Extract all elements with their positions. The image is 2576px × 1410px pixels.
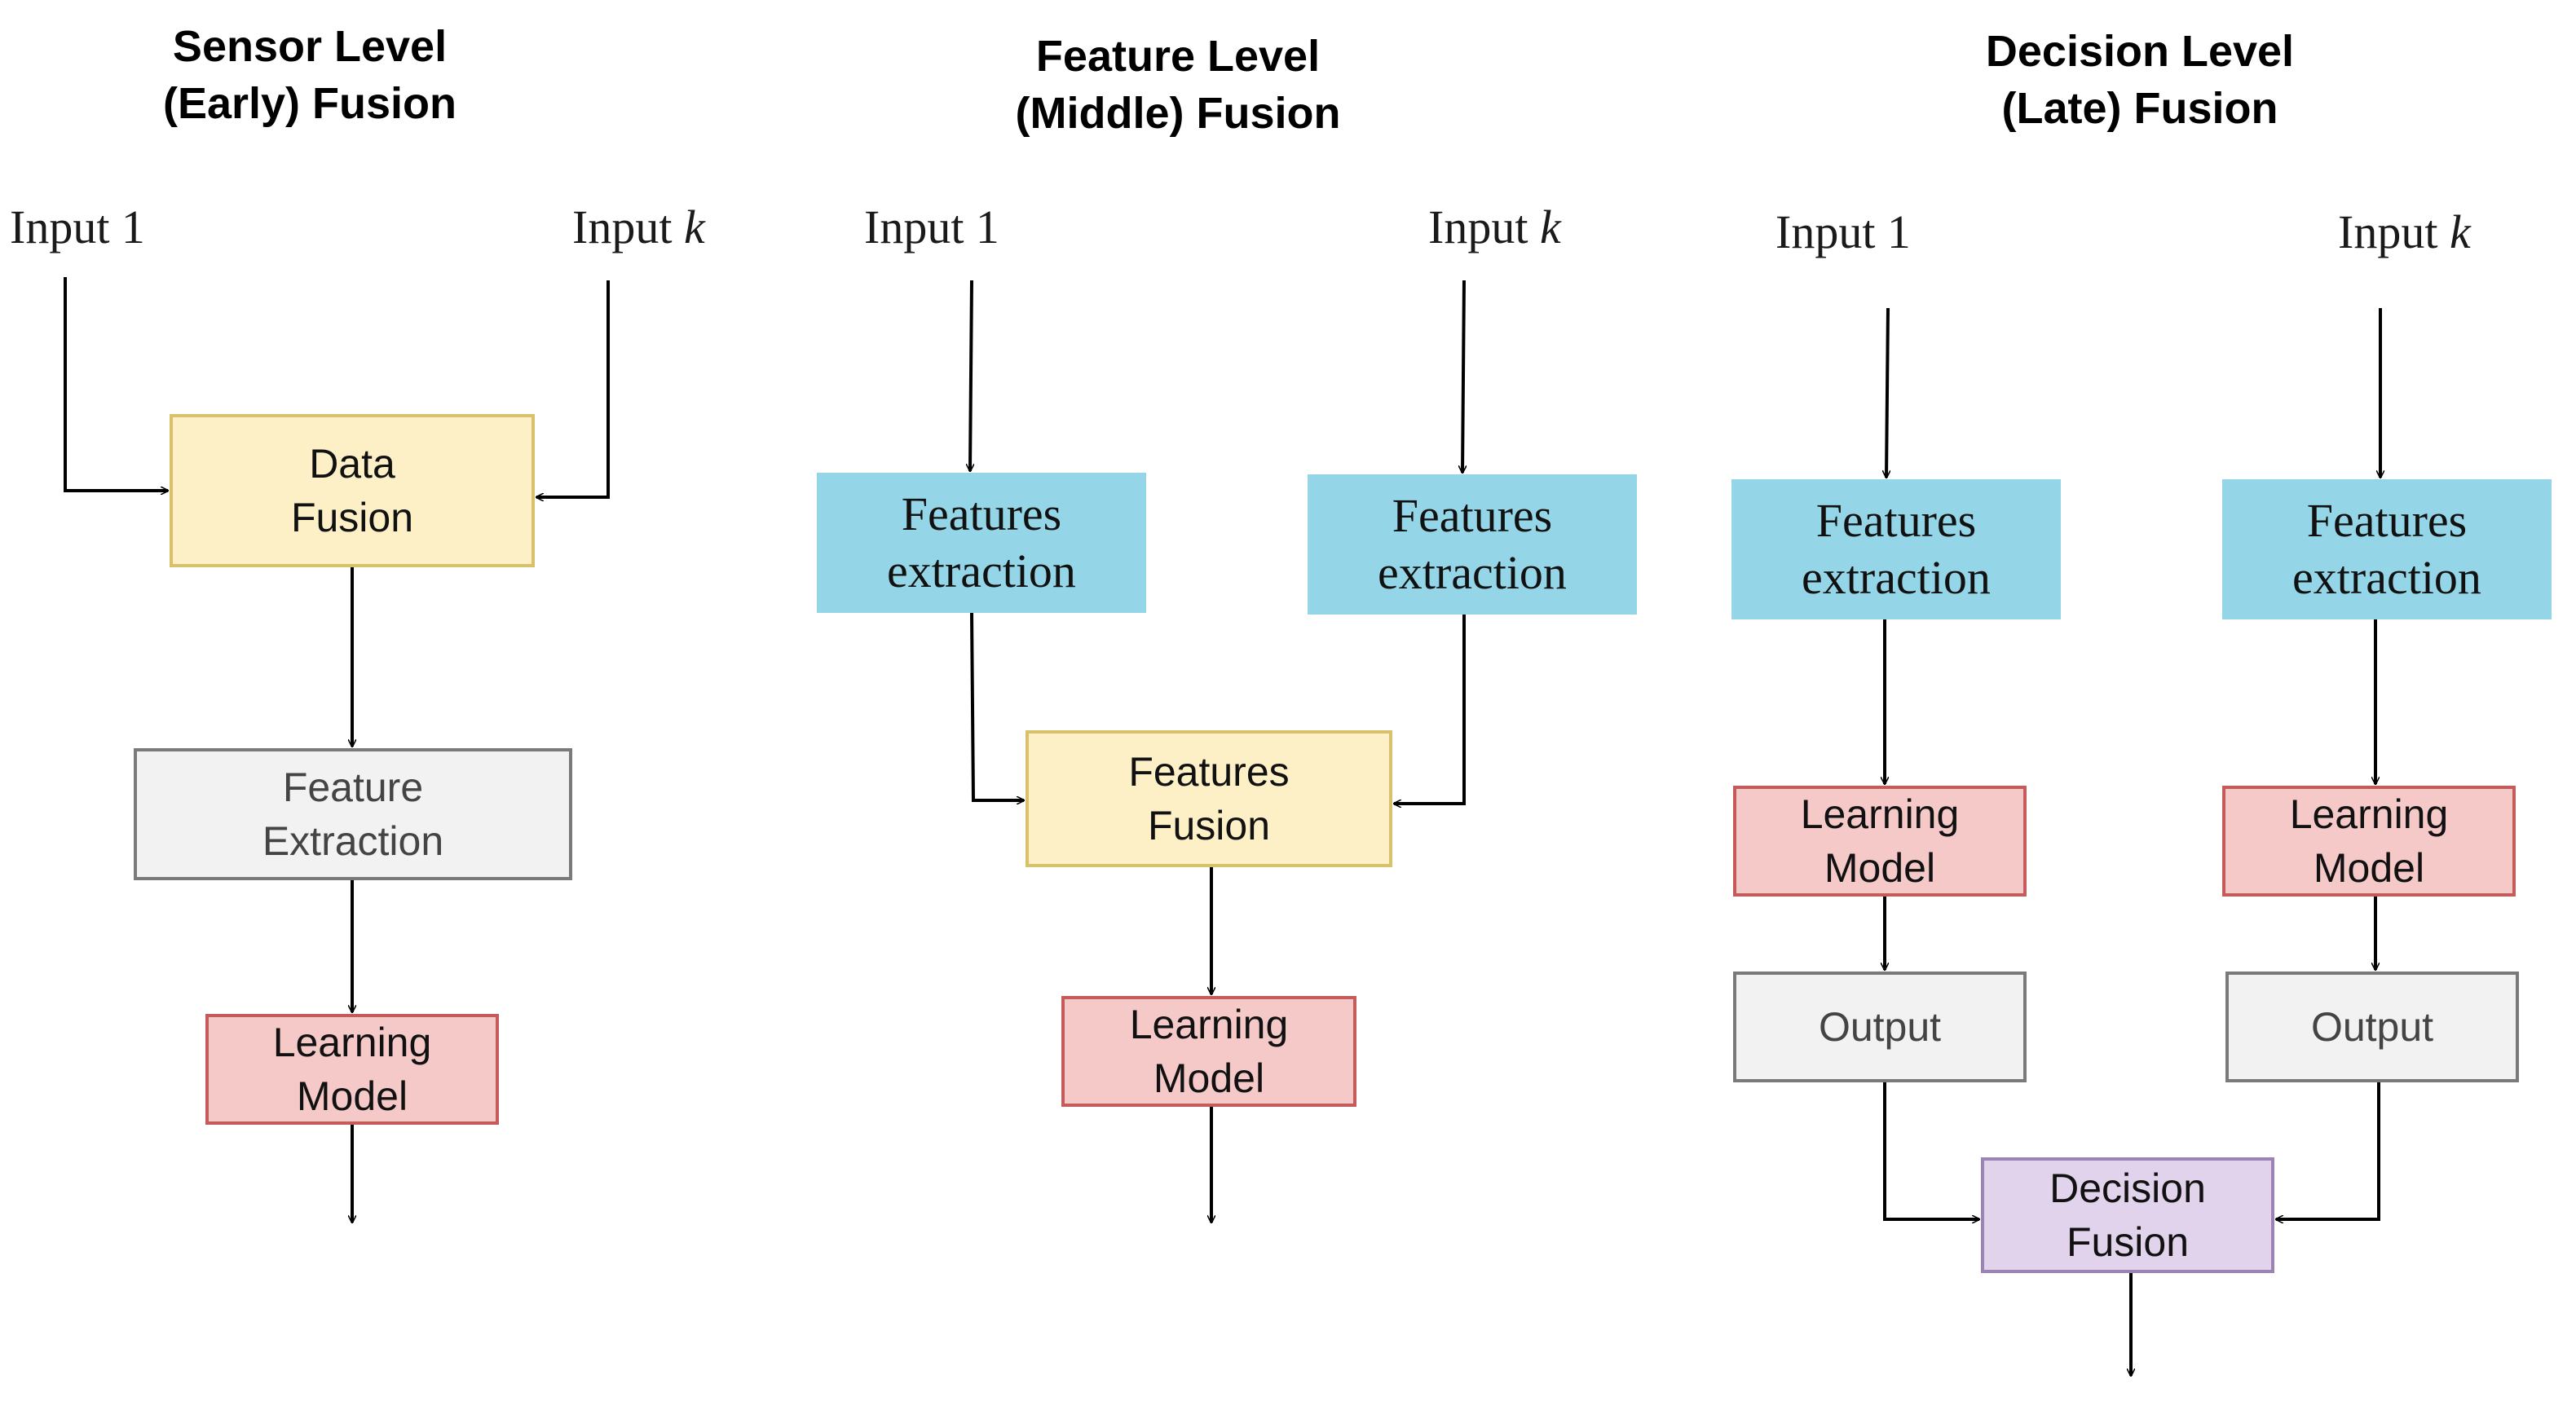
- decision-fusion-line2: Fusion: [2066, 1219, 2190, 1265]
- decision-extraction-left-line2: extraction: [1802, 551, 1991, 604]
- feature-extraction-left-box: Features extraction: [817, 473, 1146, 613]
- arrow-decision-input1-to-extraction: [1886, 307, 1888, 478]
- decision-output-left-box: Output: [1733, 972, 2027, 1082]
- decision-model-left-line1: Learning: [1800, 791, 1960, 837]
- decision-output-left-label: Output: [1818, 1004, 1942, 1050]
- decision-learning-model-left-box: Learning Model: [1733, 786, 2027, 897]
- decision-input-1-label: Input 1: [1775, 205, 1911, 258]
- decision-title-line1: Decision Level: [1985, 27, 2295, 76]
- feature-extraction-line2: Extraction: [262, 818, 444, 864]
- arrow-sensor-inputk-to-fusion: [536, 280, 610, 497]
- arrow-extraction-right-to-features-fusion: [1394, 615, 1466, 804]
- sensor-learning-model-line2: Model: [296, 1073, 408, 1119]
- feature-input-k-label: Input k: [1428, 199, 1561, 256]
- decision-extraction-left-line1: Features: [1815, 494, 1977, 547]
- feature-extraction-right-box: Features extraction: [1308, 474, 1637, 615]
- feature-learning-model-line1: Learning: [1129, 1002, 1289, 1047]
- decision-output-right-label: Output: [2310, 1004, 2434, 1050]
- arrow-sensor-input1-to-fusion: [64, 277, 168, 491]
- decision-extraction-right-line2: extraction: [2292, 551, 2481, 604]
- sensor-input-1-label: Input 1: [10, 200, 145, 253]
- feature-level-title: Feature Level (Middle) Fusion: [946, 28, 1410, 142]
- feature-input-k-var: k: [1539, 200, 1561, 253]
- sensor-input-k-var: k: [683, 200, 705, 253]
- decision-model-left-line2: Model: [1824, 845, 1936, 891]
- decision-learning-model-right-box: Learning Model: [2222, 786, 2516, 897]
- sensor-input-k-label: Input k: [572, 199, 705, 256]
- decision-model-right-line1: Learning: [2289, 791, 2449, 837]
- sensor-level-title: Sensor Level (Early) Fusion: [98, 18, 522, 132]
- decision-input-k-prefix: Input: [2338, 205, 2450, 258]
- decision-output-right-box: Output: [2225, 972, 2519, 1082]
- feature-input-1-label: Input 1: [864, 200, 999, 253]
- decision-fusion-line1: Decision: [2049, 1165, 2206, 1211]
- decision-input-k-label: Input k: [2338, 204, 2471, 261]
- data-fusion-line1: Data: [309, 441, 395, 487]
- decision-title-line2: (Late) Fusion: [2001, 84, 2278, 133]
- sensor-title-line2: (Early) Fusion: [162, 79, 457, 128]
- decision-input-k-var: k: [2449, 205, 2471, 258]
- arrow-output-left-to-decision-fusion: [1883, 1082, 1979, 1219]
- feature-learning-model-line2: Model: [1153, 1055, 1265, 1101]
- feature-extraction-left-line1: Features: [901, 487, 1062, 540]
- feature-title-line1: Feature Level: [1035, 32, 1321, 81]
- arrow-extraction-left-to-features-fusion: [970, 612, 1024, 800]
- decision-model-right-line2: Model: [2313, 845, 2425, 891]
- feature-learning-model-box: Learning Model: [1061, 996, 1356, 1107]
- data-fusion-box: Data Fusion: [170, 414, 535, 567]
- feature-input-k-prefix: Input: [1428, 200, 1540, 253]
- decision-fusion-box: Decision Fusion: [1981, 1157, 2274, 1273]
- features-fusion-line2: Fusion: [1147, 803, 1271, 848]
- sensor-learning-model-line1: Learning: [272, 1020, 432, 1065]
- arrow-feature-inputk-to-extraction: [1462, 280, 1464, 473]
- decision-extraction-left-box: Features extraction: [1731, 479, 2061, 619]
- decision-extraction-right-line1: Features: [2306, 494, 2468, 547]
- feature-extraction-left-line2: extraction: [887, 544, 1076, 597]
- feature-title-line2: (Middle) Fusion: [1015, 89, 1341, 138]
- feature-extraction-line1: Feature: [282, 764, 424, 810]
- arrow-feature-input1-to-extraction: [970, 280, 972, 471]
- decision-extraction-right-box: Features extraction: [2222, 479, 2552, 619]
- features-fusion-box: Features Fusion: [1026, 730, 1392, 867]
- arrow-output-right-to-decision-fusion: [2276, 1082, 2380, 1219]
- feature-extraction-right-line2: extraction: [1378, 546, 1567, 599]
- features-fusion-line1: Features: [1128, 749, 1290, 795]
- sensor-input-k-prefix: Input: [572, 200, 684, 253]
- feature-extraction-box: Feature Extraction: [134, 748, 572, 880]
- decision-level-title: Decision Level (Late) Fusion: [1908, 23, 2372, 137]
- sensor-title-line1: Sensor Level: [172, 22, 448, 71]
- feature-extraction-right-line1: Features: [1392, 489, 1553, 542]
- data-fusion-line2: Fusion: [290, 495, 414, 540]
- sensor-learning-model-box: Learning Model: [205, 1014, 499, 1125]
